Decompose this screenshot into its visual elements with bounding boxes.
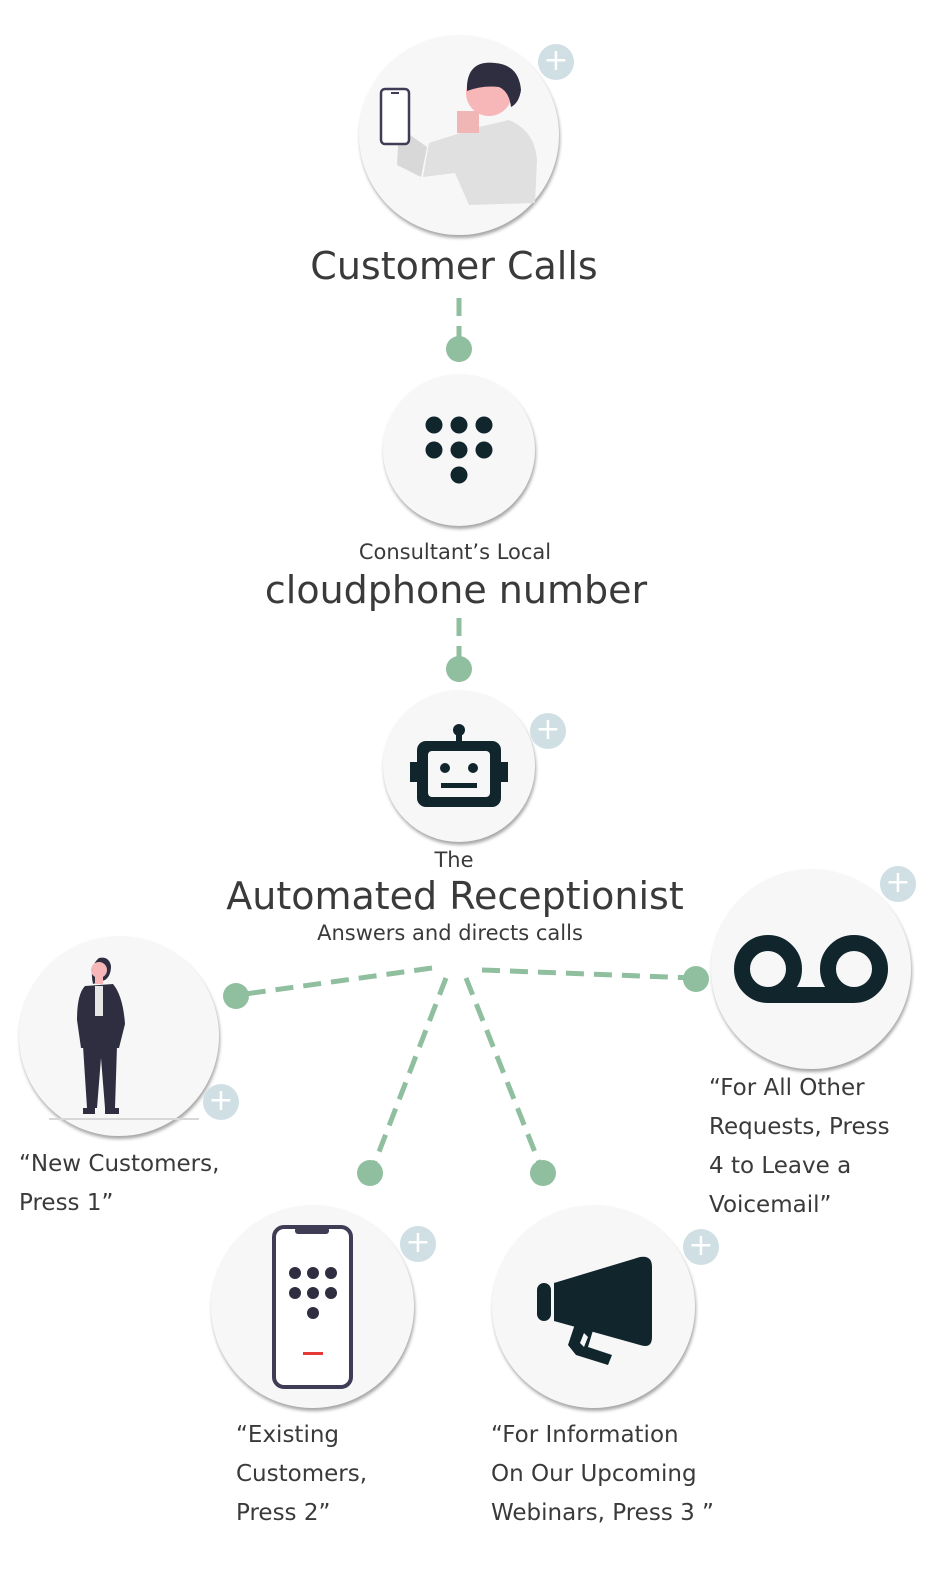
receptionist-pretitle: The: [434, 848, 474, 872]
cloudphone-title: cloudphone number: [264, 568, 648, 612]
dialpad-icon: [425, 416, 493, 484]
option-new-customers-label: “New Customers, Press 1”: [19, 1151, 220, 1216]
connector-dot: [223, 983, 249, 1009]
connector-dot: [530, 1160, 556, 1186]
connector-dot: [446, 336, 472, 362]
robot-icon: [410, 724, 508, 807]
webinars-node: [492, 1205, 695, 1408]
receptionist-node: [383, 690, 535, 842]
receptionist-title: Automated Receptionist: [226, 874, 684, 918]
connector-dot: [357, 1160, 383, 1186]
cloudphone-pretitle: Consultant’s Local: [358, 540, 552, 564]
businessman-icon: [49, 957, 199, 1120]
expand-voicemail-button[interactable]: +: [880, 866, 916, 902]
expand-receptionist-button[interactable]: +: [530, 713, 566, 749]
megaphone-icon: [537, 1256, 652, 1365]
cloudphone-node: [383, 374, 535, 526]
connector-to-option-4: [481, 967, 695, 981]
new-customers-node: [19, 936, 219, 1136]
customer-calls-title: Customer Calls: [310, 244, 598, 288]
option-existing-customers-label: “Existing Customers, Press 2”: [236, 1422, 368, 1526]
expand-webinars-button[interactable]: +: [683, 1229, 719, 1265]
option-webinars-label: “For Information On Our Upcoming Webinar…: [491, 1422, 714, 1526]
customer-calls-node: [359, 35, 559, 235]
voicemail-node: [711, 869, 911, 1069]
person-with-phone-icon: [379, 62, 537, 205]
receptionist-subtitle: Answers and directs calls: [317, 921, 583, 945]
expand-new-customers-button[interactable]: +: [203, 1084, 239, 1120]
existing-customers-node: [211, 1205, 414, 1408]
connector-to-option-1: [237, 965, 433, 998]
phone-keypad-icon: [272, 1225, 353, 1389]
connector-to-option-3: [463, 977, 545, 1171]
option-voicemail-label: “For All Other Requests, Press 4 to Leav…: [709, 1075, 890, 1218]
connector-dot: [446, 656, 472, 682]
expand-existing-customers-button[interactable]: +: [400, 1226, 436, 1262]
connector-to-option-2: [369, 977, 449, 1171]
expand-customer-calls-button[interactable]: +: [538, 44, 574, 80]
voicemail-icon: [734, 935, 888, 1003]
connector-dot: [683, 966, 709, 992]
